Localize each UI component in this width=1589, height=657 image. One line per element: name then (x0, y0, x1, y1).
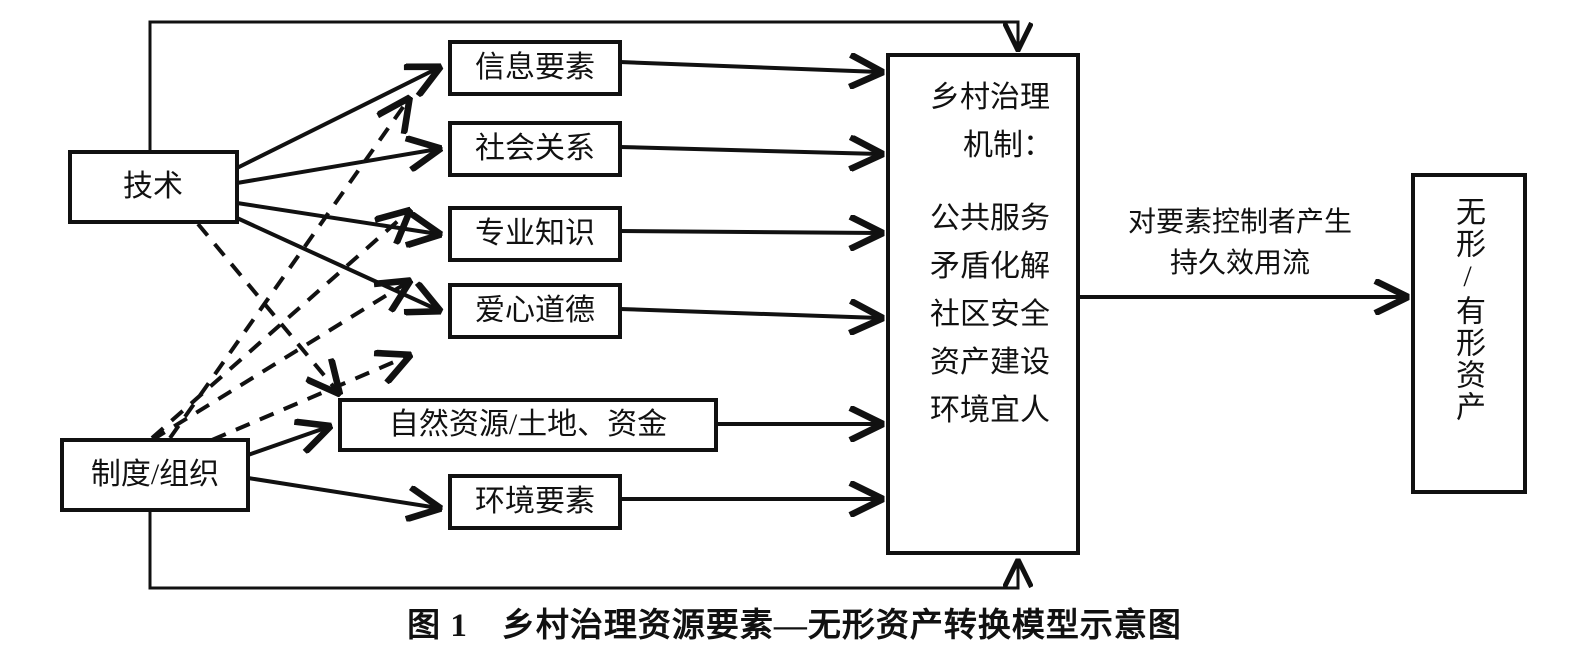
edge-information-to-governance (619, 62, 880, 72)
node-assets-label: 无形/有形资产 (1451, 196, 1484, 423)
node-technology-box (68, 150, 239, 224)
edge-professional-knowledge-to-governance (619, 231, 880, 233)
node-environment-box (448, 474, 622, 530)
node-information-box (448, 40, 622, 96)
node-institution-label: 制度/组织 (91, 458, 219, 491)
feedback-loop-top (148, 20, 1018, 152)
edge-social-relations-to-governance (619, 147, 880, 154)
node-professional-knowledge-box (448, 206, 622, 262)
edge-technology-to-love-morality (236, 216, 438, 310)
node-love-morality-label: 爱心道德 (475, 294, 595, 327)
governance-item-2: 社区安全 (930, 298, 1050, 331)
edge-label-utility-flow-line1: 对要素控制者产生 (1128, 206, 1352, 238)
node-social-relations-label: 社会关系 (475, 132, 595, 165)
governance-item-0: 公共服务 (930, 202, 1050, 235)
governance-item-1: 矛盾化解 (930, 250, 1050, 283)
node-environment-label: 环境要素 (475, 485, 595, 518)
edge-technology-to-professional-knowledge (236, 201, 438, 234)
edge-love-morality-to-governance (619, 309, 880, 318)
edge-technology-to-natural-resources-dashed (196, 222, 338, 392)
node-natural-resources-box (338, 398, 718, 452)
node-institution-box (60, 438, 250, 512)
node-information-label: 信息要素 (475, 51, 595, 84)
node-natural-resources-label: 自然资源/土地、资金 (389, 408, 667, 441)
governance-item-3: 资产建设 (930, 346, 1050, 379)
node-assets-box (1411, 173, 1527, 494)
figure-caption: 图 1 乡村治理资源要素—无形资产转换模型示意图 (407, 608, 1182, 644)
edge-institution-to-information-dashed (168, 100, 408, 440)
edge-institution-to-environment (247, 476, 438, 508)
feedback-loop-bottom (148, 510, 1018, 590)
edge-technology-to-social-relations (236, 149, 438, 185)
node-technology-label: 技术 (123, 170, 183, 203)
edge-institution-to-natural-resources (247, 427, 328, 457)
edge-technology-to-information (236, 68, 438, 170)
node-governance-box (886, 53, 1080, 555)
governance-title-line1: 乡村治理 (930, 81, 1050, 114)
node-professional-knowledge-label: 专业知识 (475, 217, 595, 250)
node-social-relations-box (448, 121, 622, 177)
governance-item-4: 环境宜人 (930, 394, 1050, 427)
governance-title-line2: 机制： (963, 129, 1053, 162)
edge-label-utility-flow-line2: 持久效用流 (1170, 247, 1310, 279)
